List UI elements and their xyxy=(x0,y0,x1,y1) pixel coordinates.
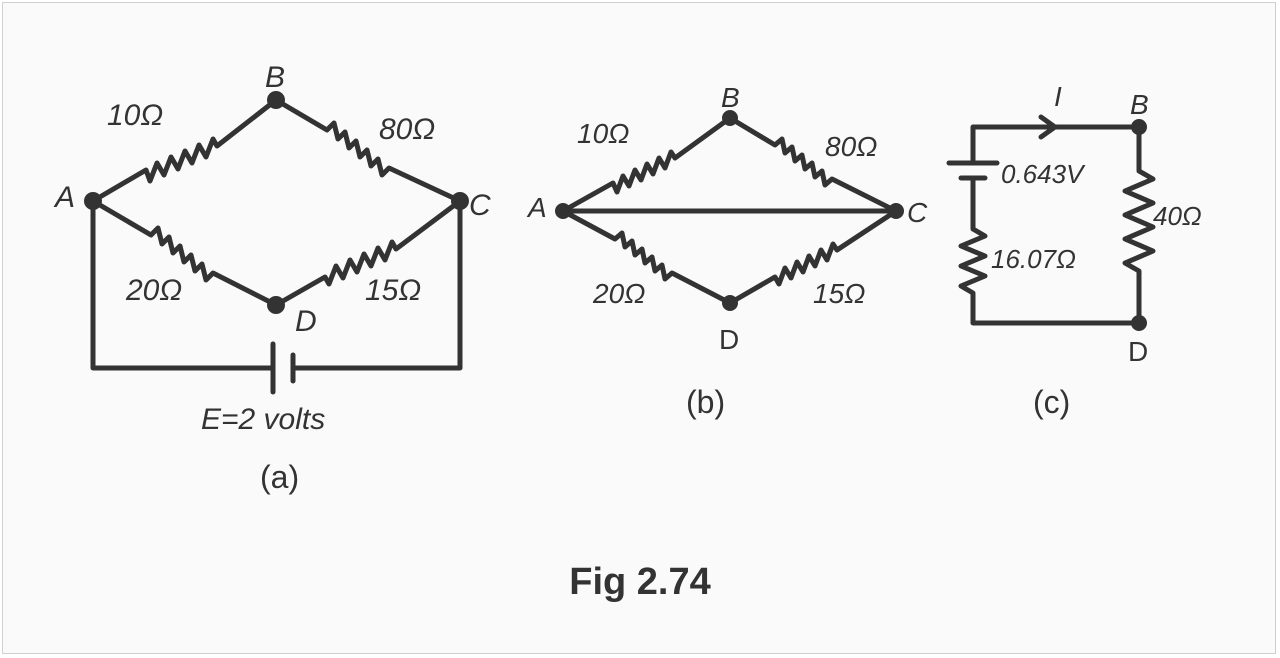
circuit-b-resistor-15-label: 15Ω xyxy=(813,278,865,309)
circuit-b-resistor-80 xyxy=(727,115,899,214)
circuit-c-resistor-40 xyxy=(1122,124,1156,326)
circuit-a-resistor-15-label: 15Ω xyxy=(365,274,421,307)
circuit-c-node-b-dot xyxy=(1131,119,1147,135)
circuit-a-resistor-10-label: 10Ω xyxy=(107,99,163,132)
circuit-a-wire-left xyxy=(90,198,274,371)
circuit-a-resistor-20 xyxy=(90,198,279,308)
circuit-a-node-d-dot xyxy=(267,296,285,314)
circuit-c-current-arrow xyxy=(1038,114,1058,140)
circuit-diagram-svg: A B C D 10Ω 80Ω 20Ω 15Ω E=2 volts (a) A … xyxy=(53,61,1202,603)
circuit-b-node-b-label: B xyxy=(721,82,740,113)
circuit-b-resistor-20-label: 20Ω xyxy=(592,278,645,309)
circuit-b-resistor-80-label: 80Ω xyxy=(825,131,877,162)
circuit-c-node-b-label: B xyxy=(1130,89,1149,120)
circuit-a-node-a-label: A xyxy=(53,181,75,214)
circuit-a-node-a-dot xyxy=(84,192,102,210)
circuit-b-node-a-label: A xyxy=(526,192,547,223)
circuit-a-wire-right xyxy=(292,198,463,371)
circuit-b-node-c-dot xyxy=(888,203,904,219)
circuit-c-resistor-40-label: 40Ω xyxy=(1153,201,1202,231)
circuit-a-resistor-80 xyxy=(273,97,463,204)
circuit-a-node-c-label: C xyxy=(469,189,491,222)
circuit-c-sublabel: (c) xyxy=(1033,384,1070,420)
circuit-a-resistor-20-label: 20Ω xyxy=(125,274,182,307)
circuit-b: A B C D 10Ω 80Ω 20Ω 15Ω (b) xyxy=(526,82,928,420)
circuit-b-node-c-label: C xyxy=(907,197,928,228)
circuit-b-sublabel: (b) xyxy=(686,384,725,420)
circuit-c-node-d-label: D xyxy=(1128,336,1148,367)
circuit-c-node-d-dot xyxy=(1131,315,1147,331)
circuit-b-node-d-dot xyxy=(722,295,738,311)
circuit-c-source-label: 0.643V xyxy=(1001,159,1086,189)
circuit-a-sublabel: (a) xyxy=(260,459,299,495)
circuit-a-node-c-dot xyxy=(451,192,469,210)
circuit-c-current-label: I xyxy=(1054,81,1062,112)
circuit-a-resistor-10 xyxy=(90,97,279,204)
circuit-a-node-d-label: D xyxy=(295,305,317,338)
circuit-a-resistor-15 xyxy=(273,198,463,308)
circuit-c-resistor-16-07 xyxy=(958,175,1142,326)
circuit-c-wire-top xyxy=(970,124,1142,166)
circuit-a-resistor-80-label: 80Ω xyxy=(379,113,435,146)
circuit-b-resistor-15 xyxy=(727,208,899,306)
circuit-b-node-d-label: D xyxy=(719,324,739,355)
circuit-c-resistor-16-07-label: 16.07Ω xyxy=(991,244,1076,274)
circuit-b-node-a-dot xyxy=(555,203,571,219)
circuit-b-node-b-dot xyxy=(722,110,738,126)
circuit-a-node-b-dot xyxy=(267,91,285,109)
circuit-a-node-b-label: B xyxy=(265,61,285,94)
circuit-a: A B C D 10Ω 80Ω 20Ω 15Ω E=2 volts (a) xyxy=(53,61,491,495)
circuit-b-resistor-20 xyxy=(560,208,733,306)
figure-caption: Fig 2.74 xyxy=(569,561,711,603)
circuit-b-resistor-10 xyxy=(560,115,733,214)
circuit-c: I B D 0.643V 16.07Ω 40Ω (c) xyxy=(946,81,1202,420)
circuit-b-resistor-10-label: 10Ω xyxy=(577,118,629,149)
circuit-a-source-label: E=2 volts xyxy=(201,403,325,436)
